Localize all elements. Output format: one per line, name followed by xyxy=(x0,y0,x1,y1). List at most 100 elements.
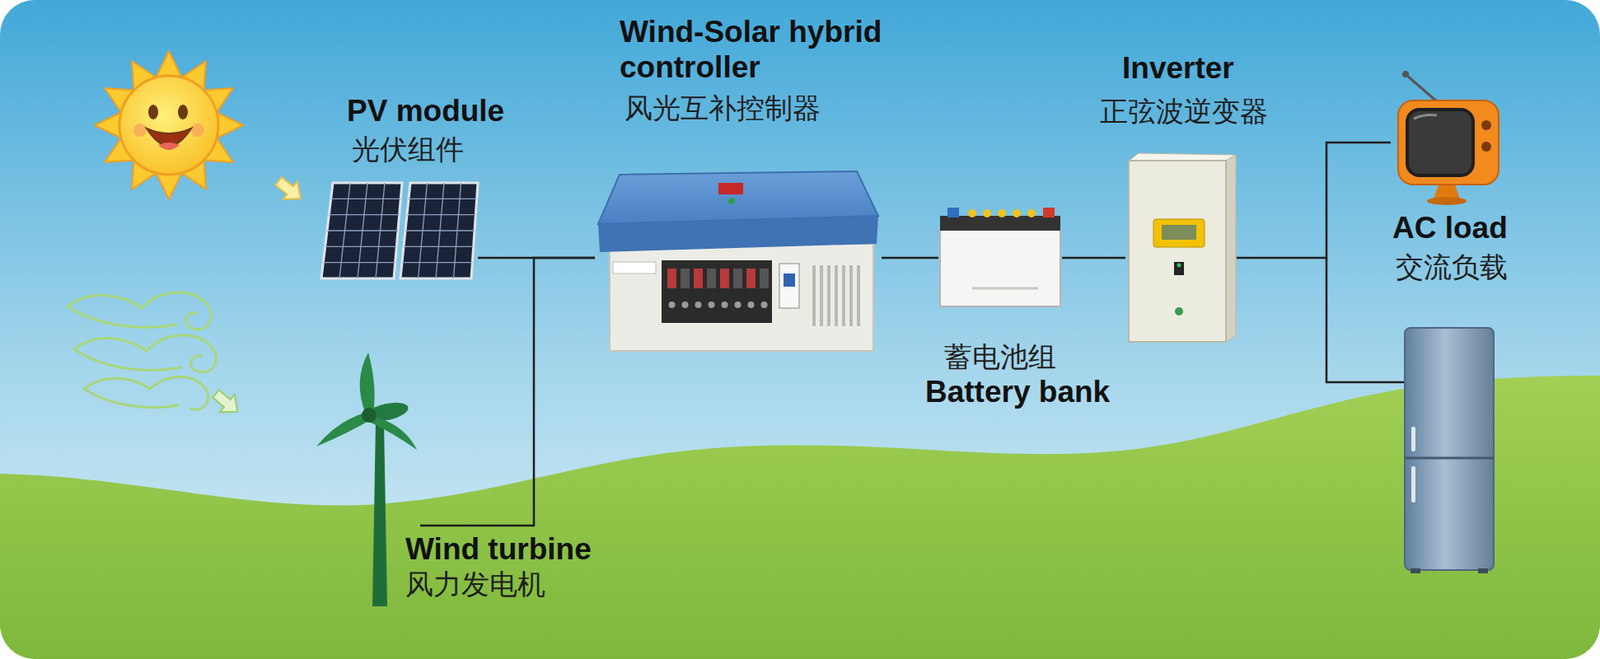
component-label: Battery bank xyxy=(925,374,1110,411)
wind-turbine-icon xyxy=(367,416,417,450)
controller-icon xyxy=(783,273,796,287)
terminal xyxy=(680,268,690,289)
vent-slot xyxy=(849,265,853,327)
controller-icon xyxy=(728,197,735,205)
battery-icon xyxy=(1012,209,1021,218)
inverter-icon xyxy=(1177,263,1182,268)
wind-swirls xyxy=(84,376,209,410)
panel-grid xyxy=(331,198,402,200)
controller-icon xyxy=(661,260,772,323)
fridge-icon xyxy=(1410,568,1421,574)
wind-swirls xyxy=(84,376,209,410)
vent-slot xyxy=(819,265,824,327)
inverter-icon xyxy=(1128,160,1226,342)
vent-slot xyxy=(834,265,838,327)
vent-slot xyxy=(812,265,816,327)
component-label: 交流负载 xyxy=(1395,251,1508,284)
component-node: PV module光伏组件 xyxy=(319,179,478,281)
fridge-icon xyxy=(1404,327,1494,574)
component-label: Inverter xyxy=(1122,51,1235,87)
component-label: 正弦波逆变器 xyxy=(1099,95,1268,128)
panel-grid xyxy=(407,214,476,216)
wind-turbine-icon xyxy=(361,407,377,423)
panel-grid xyxy=(403,246,474,248)
inverter-icon xyxy=(1128,153,1236,342)
sun-icon xyxy=(191,123,205,137)
sun-icon xyxy=(119,75,219,175)
terminal xyxy=(720,268,730,289)
wind-swirls xyxy=(74,335,217,373)
tv-icon xyxy=(1402,70,1409,78)
wind-swirls xyxy=(84,388,178,408)
sun-rays xyxy=(94,51,244,200)
wind-swirls xyxy=(67,292,217,410)
wind-swirls xyxy=(67,292,212,330)
wire-connector xyxy=(420,257,595,526)
wind-swirls xyxy=(67,292,212,330)
battery-icon xyxy=(972,287,1039,291)
sunlight-arrow xyxy=(271,172,308,208)
panel-grid xyxy=(408,198,478,200)
wire-connector xyxy=(881,257,939,260)
panel-grid xyxy=(322,261,395,263)
component-node: AC load 交流负载 xyxy=(1390,67,1515,576)
component-label: Wind-Solar hybrid controller xyxy=(619,14,917,85)
terminal xyxy=(746,268,756,289)
terminal-screw xyxy=(761,301,768,309)
solar-panel xyxy=(400,182,478,279)
controller-icon xyxy=(779,263,800,309)
controller-icon xyxy=(609,243,874,351)
component-label: 风光互补控制器 xyxy=(624,92,821,125)
inverter-icon xyxy=(1153,219,1205,248)
fridge-icon xyxy=(1411,466,1416,503)
battery-icon xyxy=(947,207,960,218)
battery-icon xyxy=(940,215,1061,231)
controller-icon xyxy=(598,171,879,225)
sun-icon xyxy=(148,104,159,120)
panel-grid xyxy=(325,246,398,248)
component-label: 蓄电池组 xyxy=(944,341,1057,374)
panel-grid xyxy=(405,229,475,231)
battery-icon xyxy=(940,207,1061,307)
solar-panel xyxy=(321,182,403,279)
wire-connector xyxy=(1236,142,1391,258)
tv-icon xyxy=(1481,141,1492,152)
panel-grid xyxy=(328,214,399,216)
terminal-block xyxy=(667,268,769,309)
battery-icon xyxy=(982,209,992,218)
wind-turbine-icon xyxy=(316,352,417,607)
tv-icon xyxy=(1426,196,1467,206)
component-node: 蓄电池组Battery bank xyxy=(938,207,1062,309)
vent-slots xyxy=(812,265,861,327)
panel-grid xyxy=(402,261,473,263)
inverter-icon xyxy=(1128,153,1236,161)
wind-arrow xyxy=(208,384,245,421)
branch-wire xyxy=(1326,257,1405,383)
panel-grid xyxy=(327,229,398,231)
component-label: 风力发电机 xyxy=(405,568,546,601)
controller-icon xyxy=(598,215,879,253)
sun-icon xyxy=(177,104,188,120)
terminal-screw xyxy=(734,301,742,309)
pv-panel-icon xyxy=(321,182,478,279)
terminal-screw xyxy=(682,301,689,309)
wind-turbine-icon xyxy=(360,352,375,415)
component-node: Inverter正弦波逆变器 xyxy=(1125,151,1237,345)
terminal xyxy=(759,268,769,289)
sun-icon xyxy=(94,51,244,200)
wind-turbine-icon xyxy=(372,421,388,607)
terminal-screw xyxy=(748,301,755,309)
vent-slot xyxy=(827,265,831,327)
inverter-icon xyxy=(1174,261,1184,276)
tv-icon xyxy=(1398,100,1499,185)
wind-swirls xyxy=(67,306,177,328)
fridge-icon xyxy=(1404,457,1494,460)
green-hill xyxy=(0,375,1600,659)
component-label: AC load xyxy=(1392,210,1508,247)
tv-icon xyxy=(1407,75,1438,103)
sun-icon xyxy=(133,123,147,137)
tv-icon xyxy=(1407,109,1474,176)
